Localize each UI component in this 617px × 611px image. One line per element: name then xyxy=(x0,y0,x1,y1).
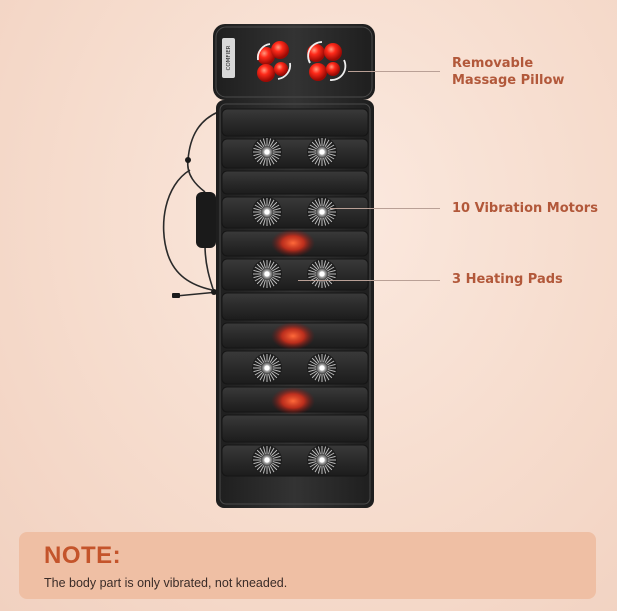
mat-segment xyxy=(221,170,369,195)
mat-segment xyxy=(221,108,369,137)
mat-segment xyxy=(221,196,369,229)
vibration-motors xyxy=(252,137,337,475)
vibration-motor xyxy=(252,353,282,383)
vibration-motor xyxy=(307,353,337,383)
controller-cable xyxy=(162,111,219,297)
heating-pads xyxy=(271,229,315,415)
heating-callout-line xyxy=(298,280,440,281)
vibration-motor xyxy=(307,137,337,167)
mat-segment xyxy=(221,414,369,443)
mat-segment xyxy=(221,258,369,291)
note-title: NOTE: xyxy=(44,542,122,569)
massage-pillow: COMFIER xyxy=(213,24,375,100)
vibration-motor xyxy=(252,197,282,227)
motors-callout-line xyxy=(330,208,440,209)
vibration-motor xyxy=(307,259,337,289)
mat-segments xyxy=(221,108,369,477)
heating-pad xyxy=(271,387,315,415)
vibration-motor xyxy=(252,445,282,475)
pillow-callout-line-2: Massage Pillow xyxy=(452,73,565,88)
heating-callout-label: 3 Heating Pads xyxy=(452,272,563,287)
mat-segment xyxy=(221,292,369,321)
heating-pad xyxy=(271,322,315,350)
pillow-callout-line-1: Removable xyxy=(452,56,534,71)
vibration-motor xyxy=(307,445,337,475)
remote-controller xyxy=(196,192,216,248)
pillow-callout-line xyxy=(348,71,440,72)
pillow-brand-text: COMFIER xyxy=(226,45,232,70)
note-text: The body part is only vibrated, not knea… xyxy=(44,576,288,590)
mat-segment xyxy=(221,138,369,169)
vibration-motor xyxy=(252,137,282,167)
massage-mat-illustration: COMFIER xyxy=(162,24,375,508)
vibration-motor xyxy=(252,259,282,289)
pillow-callout-label: Removable Massage Pillow xyxy=(452,55,564,89)
note-box: NOTE: The body part is only vibrated, no… xyxy=(19,532,596,599)
motors-callout-label: 10 Vibration Motors xyxy=(452,201,598,216)
vibration-motor xyxy=(307,197,337,227)
mat-segment xyxy=(221,444,369,477)
mat-segment xyxy=(221,350,369,385)
heating-pad xyxy=(271,229,315,257)
pillow-brand-tag xyxy=(222,38,235,78)
